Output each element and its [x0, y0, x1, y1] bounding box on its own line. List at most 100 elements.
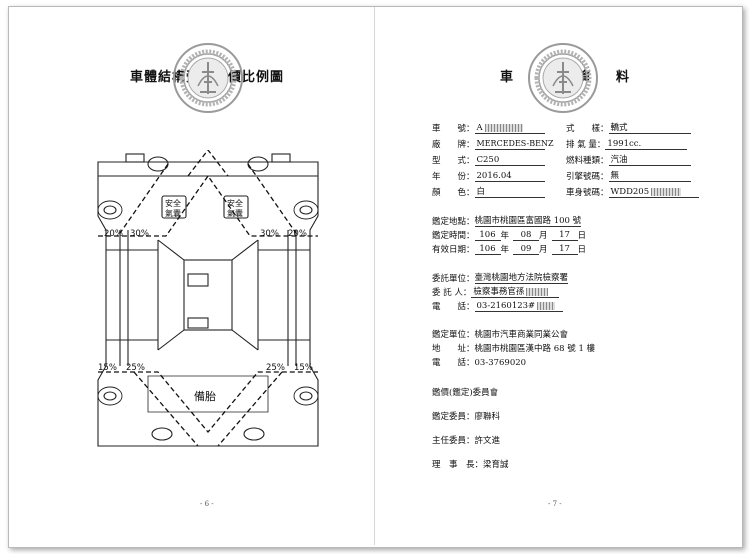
- time-year: 106: [474, 230, 501, 241]
- page-fold: [374, 7, 375, 545]
- time-month: 08: [513, 230, 540, 241]
- client-unit-label: 委託單位：: [432, 274, 475, 284]
- airbag-left-label-2: 氣囊: [165, 208, 181, 218]
- fuel-label: 燃料種類：: [566, 156, 609, 166]
- association-seal-left: [173, 43, 243, 113]
- appraiser-phone-label: 電 話：: [432, 358, 475, 368]
- year-row: 年 份： 2016.04: [432, 170, 545, 182]
- airbag-right-label-2: 氣囊: [227, 208, 243, 218]
- left-page-number: - 6 -: [200, 500, 214, 508]
- document-spread: [8, 6, 743, 548]
- member-label: 鑑定委員：: [432, 412, 475, 422]
- front-right-outer-pct: 20%: [288, 229, 307, 239]
- time-label: 鑑定時間：: [432, 231, 475, 241]
- valid-year: 106: [474, 244, 501, 255]
- director-row: 理 事 長： 梁育誠: [432, 458, 509, 470]
- redaction-mark: [537, 301, 556, 310]
- valid-day: 17: [551, 244, 578, 255]
- appraiser-addr-value: 桃園市桃園區漢中路 68 號 1 樓: [474, 344, 596, 354]
- redaction-mark: [651, 187, 682, 196]
- car-structure-diagram: 安全 氣囊 安全 氣囊 20% 30% 30% 20% 15% 25% 25% …: [97, 150, 319, 447]
- cc-value: 1991cc.: [605, 139, 688, 150]
- appraiser-unit-label: 鑑定單位：: [432, 330, 475, 340]
- front-right-inner-pct: 30%: [260, 229, 279, 239]
- style-value: 轎式: [608, 123, 691, 134]
- appraiser-phone-row: 電 話： 03-3769020: [432, 356, 526, 368]
- time-day-unit: 日: [577, 231, 587, 241]
- model-value: C250: [474, 155, 545, 166]
- rear-damage-zone: [98, 371, 318, 434]
- chief-value: 許文進: [474, 436, 501, 446]
- valid-day-unit: 日: [577, 245, 587, 255]
- style-label: 式 樣：: [566, 124, 609, 134]
- spare-tire-label: 備胎: [194, 389, 216, 403]
- airbag-right-label-1: 安全: [227, 198, 243, 208]
- valid-year-unit: 年: [500, 245, 510, 255]
- engine-row: 引擎號碼： 無: [566, 170, 691, 182]
- body-no-value: WDD205: [608, 187, 699, 198]
- appraiser-unit-value: 桃園市汽車商業同業公會: [474, 330, 569, 340]
- valid-date-row: 有效日期： 106 年 09 月 17 日: [432, 243, 586, 255]
- plate-value: A: [474, 123, 545, 134]
- client-unit-row: 委託單位： 臺灣桃園地方法院檢察署: [432, 272, 569, 284]
- cc-row: 排 氣 量： 1991cc.: [566, 138, 688, 150]
- client-phone-value: 03-2160123#: [474, 301, 563, 312]
- rear-right-inner-pct: 25%: [266, 363, 285, 373]
- make-row: 廠 牌： MERCEDES-BENZ: [432, 138, 554, 150]
- color-label: 顏 色：: [432, 188, 475, 198]
- airbag-left-label-1: 安全: [165, 198, 181, 208]
- association-seal-right: [528, 43, 598, 113]
- client-person-value: 檢察事務官孫: [471, 287, 560, 298]
- rear-right-outer-pct: 15%: [294, 363, 313, 373]
- color-row: 顏 色： 白: [432, 186, 545, 198]
- appraiser-unit-row: 鑑定單位： 桃園市汽車商業同業公會: [432, 328, 568, 340]
- right-title-char-1: 車: [500, 70, 515, 85]
- appraiser-phone-value: 03-3769020: [474, 358, 527, 368]
- front-left-inner-pct: 30%: [130, 229, 149, 239]
- committee-name: 鑑價(鑑定)委員會: [432, 388, 499, 398]
- right-title-char-4: 料: [616, 70, 631, 85]
- member-value: 廖聯科: [474, 412, 501, 422]
- right-page-number: - 7 -: [548, 500, 562, 508]
- appraiser-addr-row: 地 址： 桃園市桃園區漢中路 68 號 1 樓: [432, 342, 595, 354]
- rear-left-outer-pct: 15%: [98, 363, 117, 373]
- style-row: 式 樣： 轎式: [566, 122, 691, 134]
- place-value: 桃園市桃園區富國路 100 號: [474, 216, 582, 227]
- make-label: 廠 牌：: [432, 140, 475, 150]
- color-value: 白: [474, 187, 545, 198]
- director-label: 理 事 長：: [432, 460, 484, 470]
- year-label: 年 份：: [432, 172, 475, 182]
- chief-row: 主任委員： 許文進: [432, 434, 500, 446]
- valid-label: 有效日期：: [432, 245, 475, 255]
- engine-value: 無: [608, 171, 691, 182]
- year-value: 2016.04: [474, 171, 545, 182]
- chief-label: 主任委員：: [432, 436, 475, 446]
- client-person-label: 委 託 人：: [432, 288, 472, 298]
- time-month-unit: 月: [539, 231, 548, 241]
- appraiser-addr-label: 地 址：: [432, 344, 475, 354]
- place-label: 鑑定地點：: [432, 217, 475, 227]
- model-row: 型 式： C250: [432, 154, 545, 166]
- front-damage-zone: [98, 174, 318, 237]
- cc-label: 排 氣 量：: [566, 140, 606, 150]
- committee-row: 鑑價(鑑定)委員會: [432, 386, 498, 398]
- member-row: 鑑定委員： 廖聯科: [432, 410, 500, 422]
- valid-month: 09: [513, 244, 540, 255]
- client-person-row: 委 託 人： 檢察事務官孫: [432, 286, 560, 298]
- director-value: 梁育誠: [483, 460, 509, 470]
- time-year-unit: 年: [500, 231, 510, 241]
- body-no-row: 車身號碼： WDD205: [566, 186, 699, 198]
- client-phone-row: 電 話： 03-2160123#: [432, 300, 563, 312]
- time-day: 17: [551, 230, 578, 241]
- model-label: 型 式：: [432, 156, 475, 166]
- place-row: 鑑定地點： 桃園市桃園區富國路 100 號: [432, 215, 582, 227]
- plate-label: 車 號：: [432, 124, 475, 134]
- make-value: MERCEDES-BENZ: [474, 139, 554, 150]
- client-unit-value: 臺灣桃園地方法院檢察署: [474, 273, 569, 284]
- appraisal-time-row: 鑑定時間： 106 年 08 月 17 日: [432, 229, 586, 241]
- redaction-mark: [484, 123, 523, 132]
- plate-row: 車 號： A: [432, 122, 545, 134]
- engine-label: 引擎號碼：: [566, 172, 609, 182]
- front-left-outer-pct: 20%: [104, 229, 123, 239]
- valid-month-unit: 月: [539, 245, 548, 255]
